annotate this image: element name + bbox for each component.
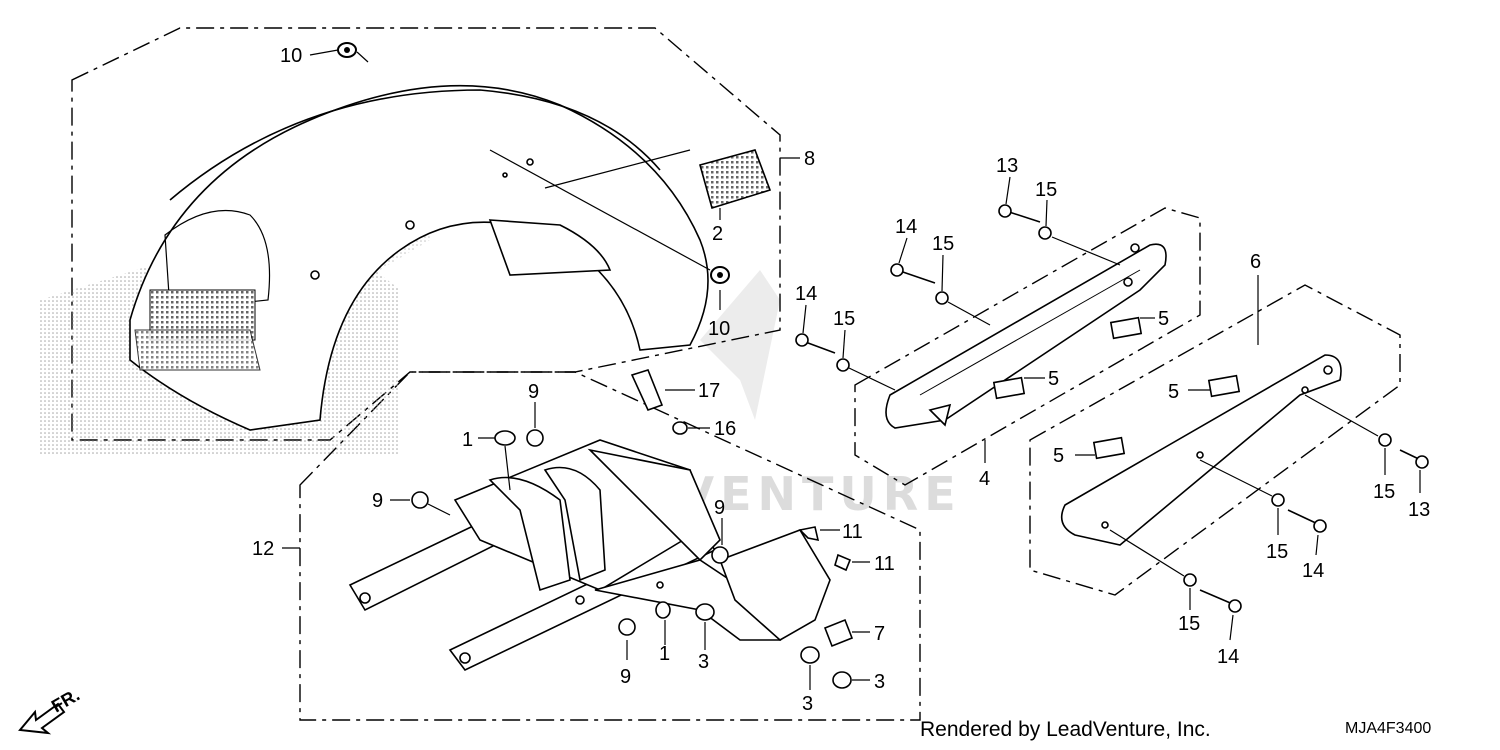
callout-13: 13 [1408, 499, 1430, 521]
front-direction-arrow: FR. [18, 685, 83, 735]
callout-9: 9 [714, 497, 725, 519]
credit-text: Rendered by LeadVenture, Inc. [920, 718, 1211, 741]
callout-6: 6 [1250, 251, 1261, 273]
callout-14: 14 [1217, 646, 1239, 668]
washer-15e [1271, 493, 1285, 507]
callout-15: 15 [932, 233, 954, 255]
callout-14: 14 [795, 283, 817, 305]
callout-3: 3 [874, 671, 885, 693]
callout-1: 1 [659, 643, 670, 665]
fender-group-outline [71, 27, 781, 441]
cap-3a [695, 603, 715, 621]
fasteners [795, 204, 1429, 613]
callout-15: 15 [1035, 179, 1057, 201]
callout-9: 9 [620, 666, 631, 688]
right-rail-group-outline [1029, 284, 1401, 596]
washer-15b [935, 291, 949, 305]
band-17 [630, 369, 664, 412]
callout-11: 11 [842, 521, 863, 543]
rubber-9b [411, 491, 429, 509]
collar-7 [823, 618, 854, 648]
rubber-9c [711, 546, 729, 564]
callout-3: 3 [802, 693, 813, 715]
callout-12: 12 [252, 538, 274, 560]
clip-11b [834, 553, 852, 572]
rear-fender [129, 84, 709, 431]
callout-10: 10 [708, 318, 730, 340]
callout-1: 1 [462, 429, 473, 451]
pad-5c [1207, 374, 1241, 398]
washer-15d [1378, 433, 1392, 447]
left-side-rail [885, 243, 1167, 429]
clip-11a [798, 526, 820, 542]
rubber-pads [992, 316, 1241, 460]
pad-5b [992, 376, 1026, 400]
callout-15: 15 [1373, 481, 1395, 503]
callout-17: 17 [698, 380, 720, 402]
callout-3: 3 [698, 651, 709, 673]
callout-9: 9 [528, 381, 539, 403]
callout-4: 4 [979, 468, 990, 490]
callout-15: 15 [1178, 613, 1200, 635]
callout-11: 11 [874, 553, 895, 575]
callout-13: 13 [996, 155, 1018, 177]
rear-subframe [348, 439, 831, 672]
pad-5a [1109, 316, 1143, 340]
callout-9: 9 [372, 490, 383, 512]
callout-8: 8 [804, 148, 815, 170]
callout-2: 2 [712, 223, 723, 245]
callout-14: 14 [1302, 560, 1324, 582]
washer-15f [1183, 573, 1197, 587]
frame-group-outline [299, 371, 921, 721]
small-parts [411, 369, 854, 689]
grommet-1a [494, 430, 516, 446]
callout-5: 5 [1158, 308, 1169, 330]
reflector [699, 149, 772, 210]
cap-3b [800, 646, 820, 664]
rubber-9d [618, 618, 636, 636]
callout-5: 5 [1048, 368, 1059, 390]
diagram-code: MJA4F3400 [1345, 720, 1432, 737]
left-rail-group-outline [854, 207, 1201, 486]
callout-15: 15 [833, 308, 855, 330]
callout-14: 14 [895, 216, 917, 238]
callout-15: 15 [1266, 541, 1288, 563]
washer-15a [1038, 226, 1052, 240]
callout-5: 5 [1168, 381, 1179, 403]
grommet-bottom [710, 266, 730, 284]
grommet-1b [655, 601, 671, 619]
callout-10: 10 [280, 45, 302, 67]
callout-16: 16 [714, 418, 736, 440]
bolt-14d [1199, 589, 1236, 606]
washer-15c [836, 358, 850, 372]
clip-16 [672, 421, 688, 435]
callout-labels: 10 2 10 8 1 9 9 9 9 12 11 11 7 3 1 3 3 1… [252, 45, 1430, 715]
pad-5d [1092, 436, 1126, 460]
rubber-9a [526, 429, 544, 447]
cap-3c [832, 671, 852, 689]
right-side-rail [1060, 354, 1342, 546]
callout-5: 5 [1053, 445, 1064, 467]
grommet-top [337, 42, 357, 58]
callout-7: 7 [874, 623, 885, 645]
